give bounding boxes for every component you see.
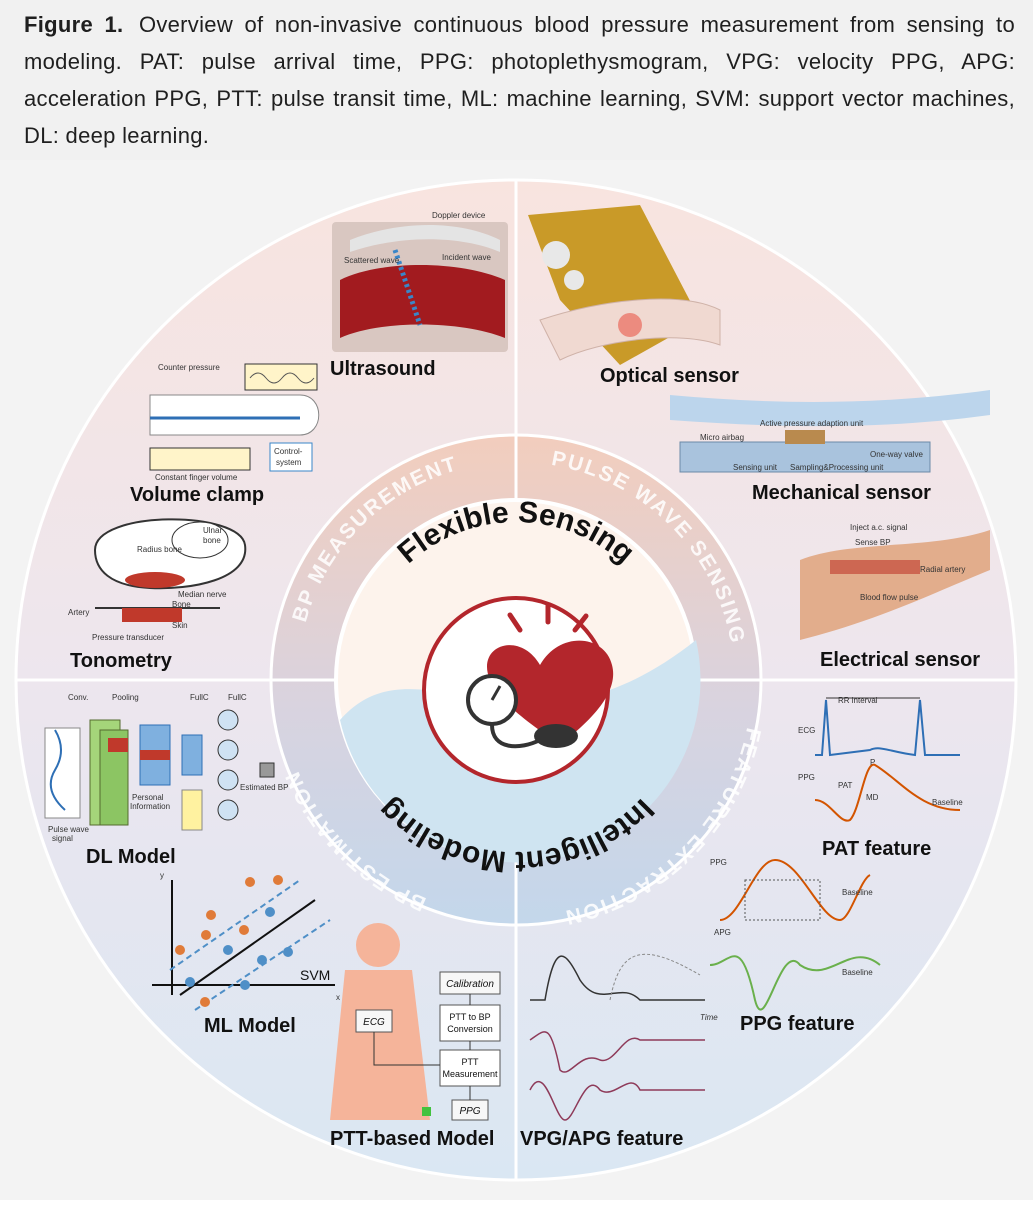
baseline3-label: Baseline <box>842 968 873 977</box>
one-way-label: One-way valve <box>870 450 923 459</box>
sensing-unit-label: Sensing unit <box>733 463 778 472</box>
scattered-label: Scattered wave <box>344 256 400 265</box>
pulse-wave-label: Pulse wave <box>48 825 89 834</box>
pooling-label: Pooling <box>112 693 139 702</box>
sampling-label: Sampling&Processing unit <box>790 463 884 472</box>
mechanical-sensor-illustration: Active pressure adaption unit Micro airb… <box>670 390 990 473</box>
ultrasound-label: Ultrasound <box>330 358 436 380</box>
ptt-model-illustration: ECG Calibration PTT to BP Conversion PTT… <box>330 923 501 1121</box>
ml-model-label: ML Model <box>204 1015 296 1037</box>
optical-sensor-label: Optical sensor <box>600 365 739 387</box>
bone-label: Bone <box>172 600 191 609</box>
dl-model-label: DL Model <box>86 846 176 868</box>
calibration-label: Calibration <box>446 979 494 990</box>
active-unit-label: Active pressure adaption unit <box>760 419 864 428</box>
rr-interval-label: RR interval <box>838 696 878 705</box>
pat-feature-label: PAT feature <box>822 838 931 860</box>
inject-label: Inject a.c. signal <box>850 523 908 532</box>
sense-bp-label: Sense BP <box>855 538 891 547</box>
baseline2-label: Baseline <box>842 888 873 897</box>
transducer-label: Pressure transducer <box>92 633 164 642</box>
vpg-apg-feature-label: VPG/APG feature <box>520 1128 683 1150</box>
conversion-label: Conversion <box>447 1024 493 1034</box>
figure-caption: Figure 1. Overview of non-invasive conti… <box>24 6 1015 154</box>
incident-label: Incident wave <box>442 253 491 262</box>
ptt-label: PTT <box>462 1057 480 1067</box>
artery-label: Artery <box>68 608 89 617</box>
control-label: Control- <box>274 447 303 456</box>
heart-gauge-icon <box>422 596 614 784</box>
baseline-label: Baseline <box>932 798 963 807</box>
caption-box: Figure 1. Overview of non-invasive conti… <box>0 0 1033 160</box>
skin-label: Skin <box>172 621 188 630</box>
measurement-label: Measurement <box>442 1069 498 1079</box>
radial-label: Radial artery <box>920 565 965 574</box>
figure-area: BP MEASUREMENT PULSE WAVE SENSING FEATUR… <box>0 160 1033 1200</box>
x-axis-label: x <box>336 993 340 1002</box>
fullc1-label: FullC <box>190 693 209 702</box>
radius-label: Radius bone <box>137 545 182 554</box>
constant-volume-label: Constant finger volume <box>155 473 238 482</box>
pat-label: PAT <box>838 781 852 790</box>
md-label: MD <box>866 793 879 802</box>
signal-label: signal <box>52 834 73 843</box>
y-axis-label: y <box>160 871 164 880</box>
system-label: system <box>276 458 302 467</box>
optical-sensor-illustration <box>528 205 721 365</box>
p-peak-label: P <box>870 758 875 767</box>
figure-label: Figure 1. <box>24 12 124 37</box>
volume-clamp-label: Volume clamp <box>130 484 264 506</box>
ecg-label: ECG <box>798 726 815 735</box>
pat-feature-illustration: RR interval ECG PPG PAT MD P Baseline <box>798 696 963 822</box>
ptt-model-label: PTT-based Model <box>330 1128 494 1150</box>
ppg2-label: PPG <box>710 858 727 867</box>
blood-flow-label: Blood flow pulse <box>860 593 919 602</box>
dl-model-illustration: Conv. Pooling FullC FullC Pulse wave sig… <box>44 693 288 843</box>
overview-diagram: BP MEASUREMENT PULSE WAVE SENSING FEATUR… <box>14 178 1018 1182</box>
ppg-feature-label: PPG feature <box>740 1013 854 1035</box>
tonometry-illustration: Radius bone Ulnar bone Median nerve Arte… <box>68 518 247 642</box>
ulnar-label: Ulnar <box>203 526 222 535</box>
ptt-to-bp-label: PTT to BP <box>449 1012 490 1022</box>
ppg-box-label: PPG <box>459 1106 480 1117</box>
ml-model-illustration: y x SVM <box>152 871 340 1011</box>
doppler-label: Doppler device <box>432 211 486 220</box>
volume-clamp-illustration: Counter pressure Constant finger volume … <box>149 363 320 482</box>
estimated-bp-label: Estimated BP <box>240 783 288 792</box>
vpg-apg-feature-illustration: Time <box>529 953 718 1121</box>
apg-label: APG <box>714 928 731 937</box>
fullc2-label: FullC <box>228 693 247 702</box>
ultrasound-illustration: Doppler device Scattered wave Incident w… <box>332 211 508 352</box>
ppg-feature-illustration: PPG Baseline APG Baseline <box>709 858 881 1011</box>
information-label: Information <box>130 802 170 811</box>
counter-pressure-label: Counter pressure <box>158 363 220 372</box>
median-label: Median nerve <box>178 590 227 599</box>
ecg-box-label: ECG <box>363 1017 385 1028</box>
personal-label: Personal <box>132 793 164 802</box>
electrical-sensor-illustration: Inject a.c. signal Sense BP Radial arter… <box>800 523 990 640</box>
mechanical-sensor-label: Mechanical sensor <box>752 482 931 504</box>
micro-airbag-label: Micro airbag <box>700 433 744 442</box>
conv-label: Conv. <box>68 693 88 702</box>
caption-text: Overview of non-invasive continuous bloo… <box>24 12 1015 148</box>
time-label: Time <box>700 1013 718 1022</box>
tonometry-label: Tonometry <box>70 650 173 672</box>
ulnar-bone-label: bone <box>203 536 221 545</box>
svm-label: SVM <box>300 967 330 983</box>
ppg-label: PPG <box>798 773 815 782</box>
electrical-sensor-label: Electrical sensor <box>820 649 980 671</box>
